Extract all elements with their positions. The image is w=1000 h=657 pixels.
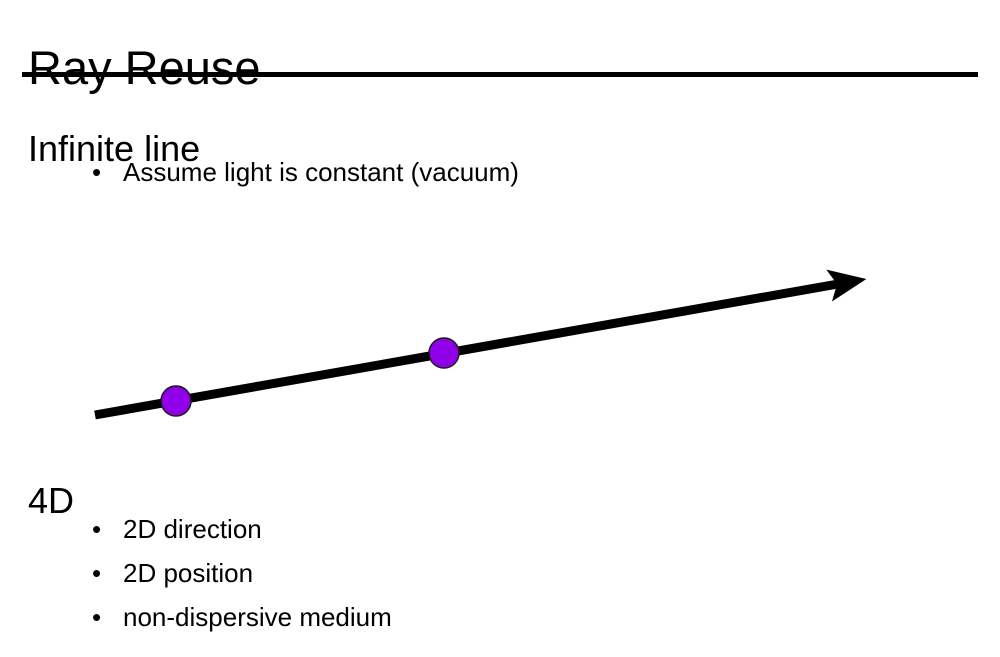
- list-item: • Assume light is constant (vacuum): [92, 155, 519, 189]
- page-title: Ray Reuse: [28, 41, 261, 95]
- bullet-marker-icon: •: [92, 157, 102, 187]
- bullet-marker-icon: •: [92, 514, 102, 544]
- list-item: • 2D position: [92, 556, 253, 590]
- sample-point-1: [160, 385, 192, 417]
- ray-line: [94, 269, 867, 420]
- list-item-label: Assume light is constant (vacuum): [123, 157, 519, 187]
- list-item: • 2D direction: [92, 512, 262, 546]
- sample-point-2: [428, 337, 460, 369]
- section-heading-4d: 4D: [28, 479, 75, 521]
- section-heading-infinite-line: Infinite line: [28, 127, 201, 169]
- bullet-marker-icon: •: [92, 558, 102, 588]
- list-item-label: non-dispersive medium: [123, 602, 392, 632]
- title-divider: [22, 72, 978, 77]
- list-item: • non-dispersive medium: [92, 600, 392, 634]
- ray-diagram: [0, 210, 1000, 450]
- list-item-label: 2D position: [123, 558, 254, 588]
- list-item-label: 2D direction: [123, 514, 262, 544]
- bullet-marker-icon: •: [92, 602, 102, 632]
